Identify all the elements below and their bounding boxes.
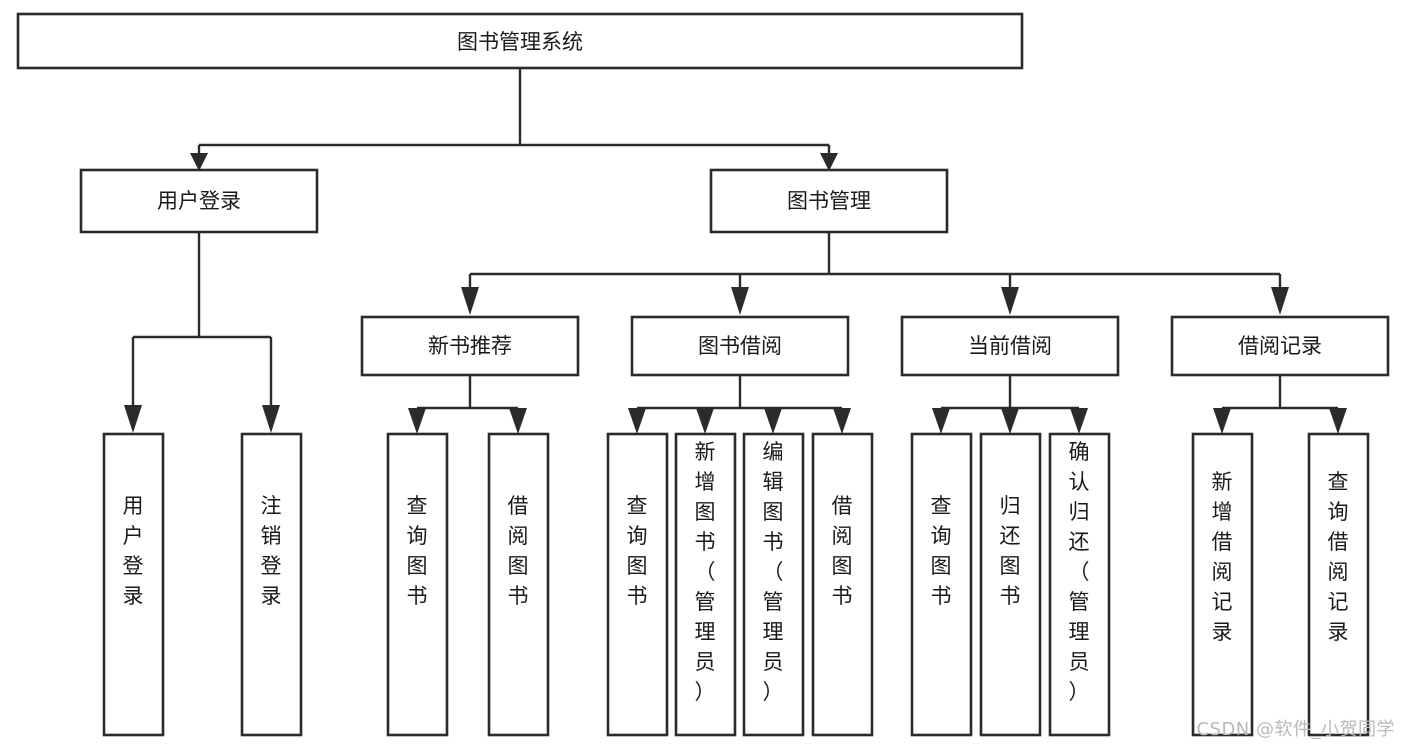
node-user-login[interactable]: 用户登录 [79, 168, 319, 234]
node-leaf-logout-label: 注销登录 [261, 494, 282, 608]
arrow-head-leaf-query-book-2 [628, 408, 646, 434]
connector-group-current-borrow [932, 375, 1088, 434]
node-current-borrow-label: 当前借阅 [968, 334, 1052, 358]
node-new-book-rec-label: 新书推荐 [428, 334, 512, 358]
node-leaf-query-book-2-label: 查询图书 [627, 494, 648, 608]
node-leaf-confirm-return-label: 确认归还（管理员） [1069, 440, 1090, 704]
node-leaf-add-record-box [1191, 432, 1254, 737]
node-leaf-edit-book-box [742, 432, 805, 737]
arrow-head-book-manage [820, 153, 838, 171]
arrow-head-leaf-query-record [1329, 408, 1347, 434]
node-leaf-borrow-book-1[interactable]: 借阅图书 [487, 432, 550, 737]
node-book-borrow[interactable]: 图书借阅 [630, 315, 850, 377]
node-leaf-query-book-3[interactable]: 查询图书 [910, 432, 973, 737]
arrow-head-leaf-confirm-return [1070, 408, 1088, 434]
node-root-label: 图书管理系统 [457, 30, 583, 54]
node-leaf-borrow-book-2-label: 借阅图书 [832, 494, 853, 608]
connector-group-user-login [124, 232, 280, 433]
node-leaf-edit-book-label: 编辑图书（管理员） [763, 440, 784, 704]
arrow-head-leaf-query-book-1 [408, 408, 426, 434]
node-user-login-box [79, 168, 319, 234]
arrow-head-leaf-return-book [1001, 408, 1019, 434]
node-book-manage-box [709, 168, 949, 234]
node-leaf-borrow-book-2-box [811, 432, 874, 737]
node-leaf-query-book-2-box [606, 432, 669, 737]
arrow-head-book-borrow [731, 287, 749, 315]
node-book-borrow-box [630, 315, 850, 377]
node-leaf-borrow-book-2[interactable]: 借阅图书 [811, 432, 874, 737]
node-leaf-query-record-box [1307, 432, 1370, 737]
node-leaf-add-record[interactable]: 新增借阅记录 [1191, 432, 1254, 737]
node-leaf-add-book-label: 新增图书（管理员） [695, 440, 716, 704]
arrow-head-leaf-user-login [124, 405, 142, 433]
node-book-manage[interactable]: 图书管理 [709, 168, 949, 234]
node-user-login-label: 用户登录 [157, 189, 241, 213]
arrow-head-user-login [190, 153, 208, 171]
node-root[interactable]: 图书管理系统 [16, 12, 1024, 70]
arrow-head-leaf-query-book-3 [932, 408, 950, 434]
arrow-head-leaf-edit-book [764, 408, 782, 434]
arrow-head-new-book-rec [461, 287, 479, 315]
node-leaf-return-book[interactable]: 归还图书 [979, 432, 1042, 737]
arrow-head-current-borrow [1001, 287, 1019, 315]
node-new-book-rec-box [360, 315, 580, 377]
arrow-head-borrow-record [1271, 287, 1289, 315]
node-leaf-query-book-2[interactable]: 查询图书 [606, 432, 669, 737]
node-leaf-add-book[interactable]: 新增图书（管理员） [674, 432, 737, 737]
connector-group-book-manage [461, 232, 1289, 315]
arrow-head-leaf-add-record [1213, 408, 1231, 434]
node-leaf-query-book-3-label: 查询图书 [931, 494, 952, 608]
node-borrow-record[interactable]: 借阅记录 [1170, 315, 1390, 377]
node-borrow-record-label: 借阅记录 [1238, 334, 1322, 358]
arrow-head-leaf-borrow-book-2 [833, 408, 851, 434]
arrow-head-leaf-borrow-book-1 [509, 408, 527, 434]
node-book-borrow-label: 图书借阅 [698, 334, 782, 358]
node-leaf-query-record[interactable]: 查询借阅记录 [1307, 432, 1370, 737]
connector-group-root [190, 68, 838, 171]
node-leaf-confirm-return[interactable]: 确认归还（管理员） [1048, 432, 1111, 737]
node-leaf-user-login-box [102, 432, 165, 737]
node-current-borrow-box [900, 315, 1120, 377]
node-leaf-query-book-1-box [386, 432, 449, 737]
node-leaf-confirm-return-box [1048, 432, 1111, 737]
node-book-manage-label: 图书管理 [787, 189, 871, 213]
node-leaf-return-book-label: 归还图书 [1000, 494, 1021, 608]
connector-group-borrow-record [1213, 375, 1347, 434]
node-root-box [16, 12, 1024, 70]
node-leaf-query-book-1-label: 查询图书 [407, 494, 428, 608]
node-leaf-logout-box [240, 432, 303, 737]
connector-group-new-book-rec [408, 375, 527, 434]
node-leaf-user-login-label: 用户登录 [123, 494, 144, 608]
node-current-borrow[interactable]: 当前借阅 [900, 315, 1120, 377]
node-leaf-borrow-book-1-label: 借阅图书 [508, 494, 529, 608]
arrow-head-leaf-logout [262, 405, 280, 433]
node-leaf-logout[interactable]: 注销登录 [240, 432, 303, 737]
node-leaf-add-book-box [674, 432, 737, 737]
node-borrow-record-box [1170, 315, 1390, 377]
arrow-head-leaf-add-book [696, 408, 714, 434]
node-leaf-return-book-box [979, 432, 1042, 737]
node-leaf-query-book-1[interactable]: 查询图书 [386, 432, 449, 737]
node-leaf-borrow-book-1-box [487, 432, 550, 737]
node-leaf-query-record-label: 查询借阅记录 [1328, 470, 1349, 644]
node-leaf-edit-book[interactable]: 编辑图书（管理员） [742, 432, 805, 737]
node-new-book-rec[interactable]: 新书推荐 [360, 315, 580, 377]
connector-group-book-borrow [628, 375, 851, 434]
node-leaf-add-record-label: 新增借阅记录 [1212, 470, 1233, 644]
node-leaf-query-book-3-box [910, 432, 973, 737]
node-leaf-user-login[interactable]: 用户登录 [102, 432, 165, 737]
